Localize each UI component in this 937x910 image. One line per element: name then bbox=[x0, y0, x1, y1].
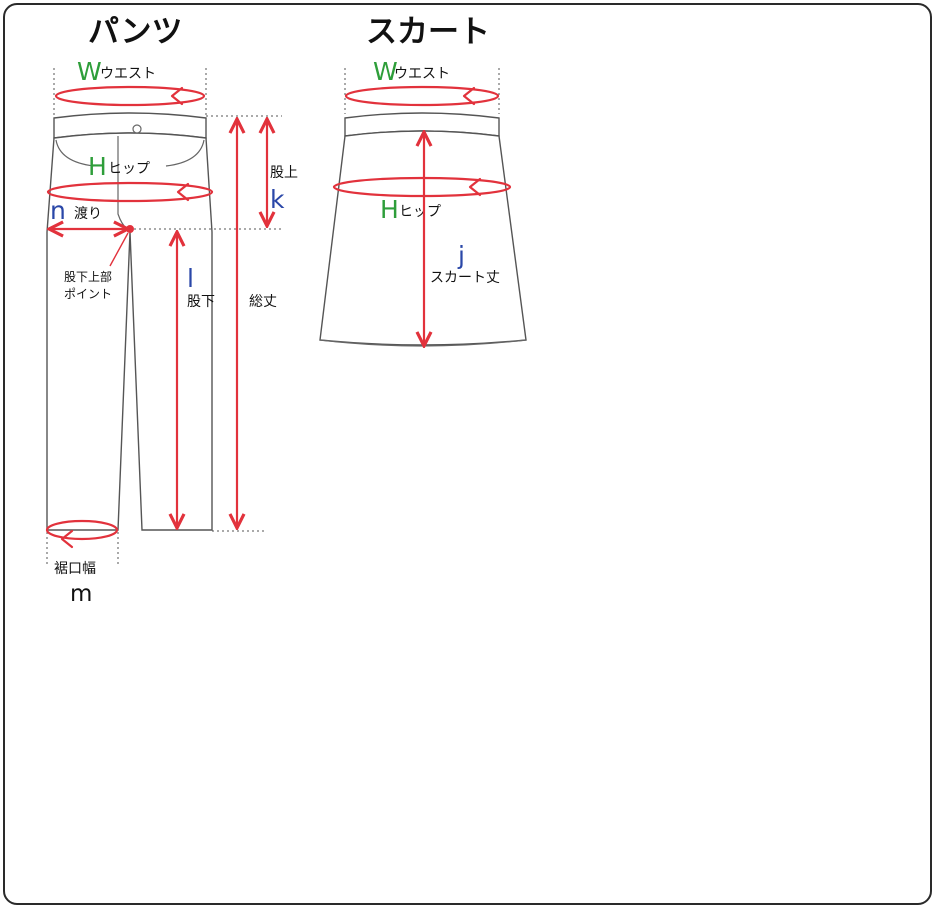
pants-hem-label: 裾口幅 bbox=[54, 561, 96, 577]
pants-hem-measure bbox=[45, 519, 119, 541]
pants-hip-arrowhead bbox=[176, 182, 190, 202]
skirt-hip-arrowhead bbox=[468, 177, 482, 197]
pants-hip-label: ヒップ bbox=[108, 161, 150, 177]
skirt-hip-label: ヒップ bbox=[399, 204, 441, 220]
skirt-length-label: スカート丈 bbox=[430, 270, 500, 286]
pants-title: パンツ bbox=[88, 14, 183, 50]
pants-waist-arrowhead bbox=[170, 86, 184, 106]
crotch-point-line2: ポイント bbox=[64, 287, 112, 301]
skirt-length-letter: j bbox=[457, 241, 465, 270]
pants-thigh-label: 渡り bbox=[74, 206, 102, 222]
pants-rise-label: 股上 bbox=[270, 165, 298, 181]
skirt-title: スカート bbox=[366, 14, 490, 50]
pants-waist-letter: W bbox=[77, 57, 102, 86]
pants-thigh-letter: n bbox=[50, 196, 66, 225]
skirt-waist-arrowhead bbox=[462, 86, 476, 106]
pants-hem-letter: m bbox=[70, 581, 92, 607]
pants-waist-measure bbox=[54, 85, 206, 107]
pants-waist-label: ウエスト bbox=[100, 66, 156, 82]
pants-rise-letter: k bbox=[270, 185, 285, 214]
skirt-waist-label: ウエスト bbox=[394, 66, 450, 82]
pants-hip-measure bbox=[46, 181, 214, 203]
skirt-waist-letter: W bbox=[373, 57, 398, 86]
crotch-point-dot bbox=[126, 225, 134, 233]
pants-hem-arrowhead bbox=[60, 529, 74, 549]
pants-inseam-letter: l bbox=[187, 264, 194, 293]
crotch-point-leader bbox=[109, 232, 129, 267]
pants-total-length-label: 総丈 bbox=[249, 294, 277, 310]
skirt-waist-measure bbox=[344, 85, 500, 107]
pants-inseam-label: 股下 bbox=[187, 294, 215, 310]
skirt-hip-letter: H bbox=[380, 195, 399, 224]
crotch-point-line1: 股下上部 bbox=[64, 269, 112, 284]
pants-hip-letter: H bbox=[88, 152, 107, 181]
